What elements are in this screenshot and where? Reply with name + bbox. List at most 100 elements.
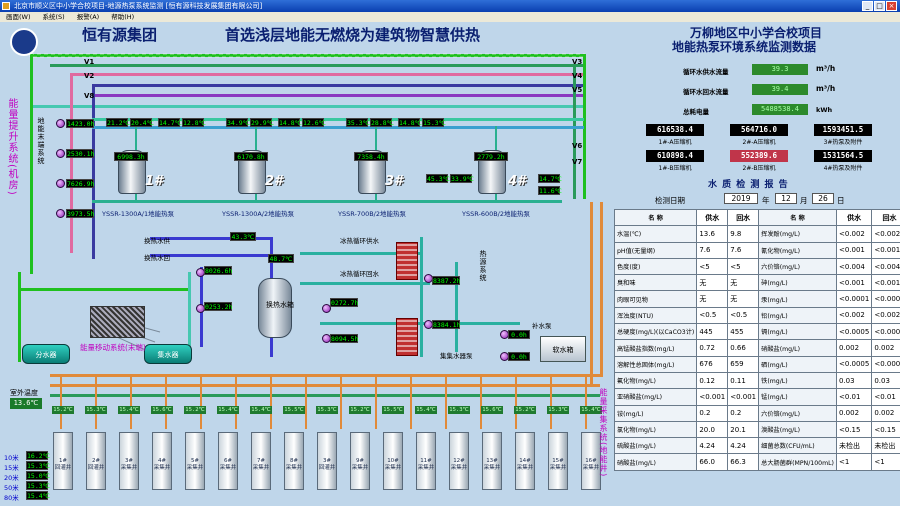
heat-pump-4-temp: 14.7℃ [538,174,562,183]
well-12[interactable] [416,432,436,490]
table-cell: 六价铬(mg/L) [758,257,837,276]
well-label: 6# 采集井 [219,458,237,471]
table-cell: <0.004 [871,257,900,276]
well-4[interactable] [152,432,172,490]
well-15[interactable] [515,432,535,490]
well-6[interactable] [218,432,238,490]
well-5[interactable] [185,432,205,490]
table-cell: <0.001 [871,274,900,292]
table-cell: 氰化物(mg/L) [758,241,837,259]
soft-water-tank[interactable]: 软水箱 [540,336,586,362]
well-17[interactable] [581,432,601,490]
test-date-year[interactable]: 2019 [724,193,758,204]
summary-2b-value: 552389.6 [730,150,788,162]
ice-supply-label: 冰热循环供水 [340,237,379,245]
maximize-button[interactable]: □ [874,1,885,11]
table-cell: 汞(mg/L) [758,290,837,308]
well-label: 8# 采集井 [285,458,303,471]
water-distributor[interactable]: 分水器 [22,344,70,364]
table-cell: 肉眼可见物 [613,290,698,308]
table-cell: 4.24 [727,437,760,455]
table-cell: <0.0001 [871,290,900,308]
heat-pump-1-temp: 20.4℃ [130,118,154,127]
heat-pump-4-name: YSSR-600B/2地能热泵 [462,210,531,218]
table-cell: 硝酸盐(mg/L) [758,339,837,357]
table-cell: 445 [696,323,729,341]
summary-1a-value: 616538.4 [646,124,704,136]
well-14[interactable] [482,432,502,490]
return-flow-value: 39.4 [752,84,808,95]
valve-v1: V1 [84,58,95,66]
table-cell: 铁(mg/L) [758,371,837,390]
test-date-day[interactable]: 26 [812,193,834,204]
heat-exchange-tank[interactable] [258,278,292,338]
well-9[interactable] [317,432,337,490]
well-11[interactable] [383,432,403,490]
table-cell: 676 [696,355,729,373]
well-13[interactable] [449,432,469,490]
menu-item-help[interactable]: 帮助(H) [111,13,135,21]
heat-pump-3-temp: 28.8℃ [370,118,394,127]
close-button[interactable]: × [886,1,897,11]
menu-item-alarm[interactable]: 报警(A) [76,13,100,21]
well-label: 13# 采集井 [483,458,501,471]
table-cell: 0.2 [727,404,760,422]
table-cell: 硒(mg/L) [758,355,837,373]
well-10[interactable] [350,432,370,490]
minimize-button[interactable]: _ [862,1,873,11]
summary-4-value: 1531564.5 [814,150,872,162]
plate-heat-exchanger-2[interactable] [396,318,418,356]
menu-item-screen[interactable]: 画面(W) [6,13,31,21]
well-8[interactable] [284,432,304,490]
depth-label-15: 15米 [4,464,19,472]
company-logo [10,28,38,56]
well-3[interactable] [119,432,139,490]
well-label: 1# 回灌井 [54,458,72,471]
test-date-month[interactable]: 12 [775,193,797,204]
plate-heat-exchanger-1[interactable] [396,242,418,280]
table-cell: <0.01 [835,388,873,406]
table-cell: <0.15 [871,420,900,439]
menu-item-system[interactable]: 系统(S) [42,13,65,21]
menu-bar: 画面(W) 系统(S) 报警(A) 帮助(H) [0,12,900,22]
table-cell: 色度(度) [613,257,698,276]
table-cell: <0.002 [871,306,900,325]
table-cell: 66.3 [727,453,760,471]
heat-pump-1-name: YSSR-1300A/1地能热泵 [102,210,175,218]
table-cell: 无 [727,290,760,308]
ice-pump-1[interactable] [322,304,331,313]
circulation-pump-4[interactable] [56,209,65,218]
well-7[interactable] [251,432,271,490]
water-collector[interactable]: 集水器 [144,344,192,364]
valve-v6: V6 [572,142,583,150]
table-cell: 7.6 [696,241,729,259]
well-2[interactable] [86,432,106,490]
heat-pump-1-number: 1# [145,174,164,189]
heat-pump-3-temp: 15.3℃ [422,118,446,127]
well-temp: 15.2℃ [514,406,536,414]
circulation-pump-1[interactable] [56,119,65,128]
well-temp: 15.6℃ [481,406,503,414]
table-cell: <0.001 [835,274,873,292]
table-cell: 硫酸盐(mg/L) [613,437,698,455]
summary-1b-value: 610898.4 [646,150,704,162]
well-16[interactable] [548,432,568,490]
table-cell: 0.002 [871,339,900,357]
table-cell: <0.01 [871,388,900,406]
table-cell: 无 [696,290,729,308]
table-cell: 0.002 [835,404,873,422]
table-cell: <1 [835,453,873,471]
circulation-pump-3[interactable] [56,179,65,188]
test-date-label: 检测日期 [655,196,685,205]
summary-2a-label: 2#-A压缩机 [742,139,776,146]
circulation-pump-2[interactable] [56,149,65,158]
well-1[interactable] [53,432,73,490]
heat-pump-4-temp: 45.3℃ [426,174,450,183]
